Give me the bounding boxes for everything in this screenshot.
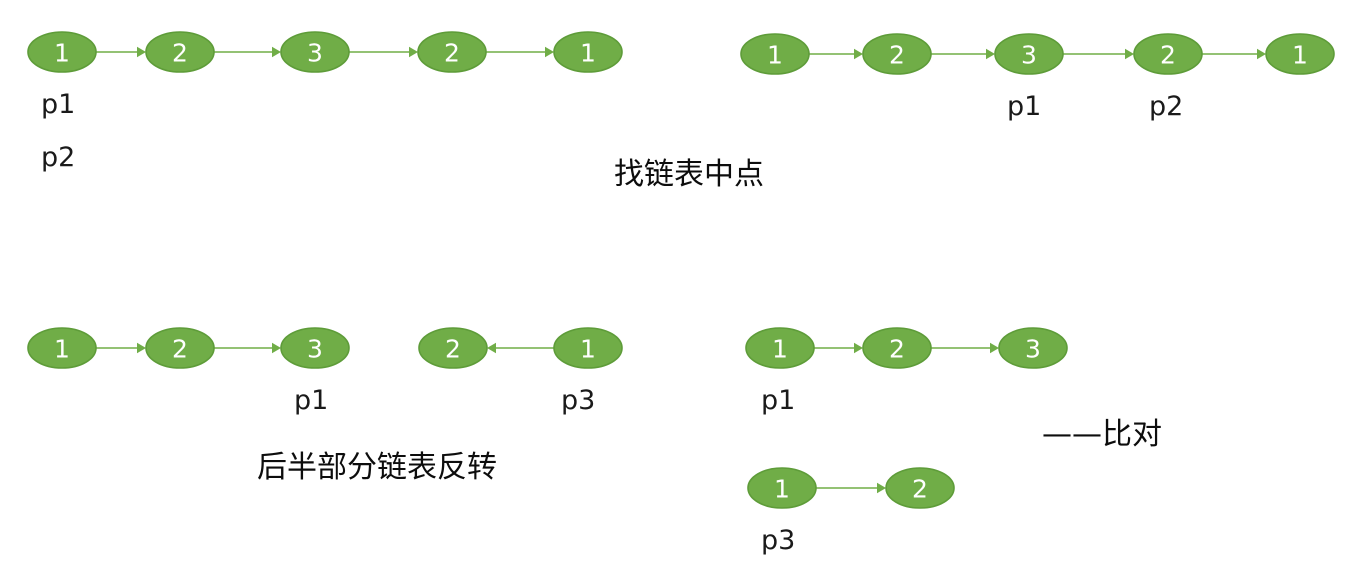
- node-value-label: 1: [580, 335, 596, 364]
- diagram-group-find-middle-list: 1 2 3 2 1 p1 p2 找链表中点: [614, 33, 1335, 192]
- edge-arrow: [931, 48, 995, 60]
- node-value-label: 2: [172, 335, 188, 364]
- pointer-label-p3: p3: [761, 525, 795, 556]
- node-value-label: 1: [772, 335, 788, 364]
- node-value-label: 2: [444, 39, 460, 68]
- list-node[interactable]: 2: [145, 31, 215, 73]
- node-value-label: 1: [767, 41, 783, 70]
- edge-arrow: [487, 342, 554, 354]
- edge-arrow: [349, 46, 418, 58]
- diagram-group-reverse-second-half: 1 2 3 2 1 p1 p3 后半部分链表反转: [27, 327, 623, 485]
- group-caption: 后半部分链表反转: [257, 450, 497, 485]
- node-value-label: 2: [1160, 41, 1176, 70]
- list-node[interactable]: 3: [994, 33, 1064, 75]
- edge-arrow: [1063, 48, 1134, 60]
- list-node[interactable]: 2: [862, 327, 932, 369]
- list-node[interactable]: 2: [418, 327, 488, 369]
- list-node[interactable]: 2: [885, 467, 955, 509]
- node-value-label: 1: [54, 39, 70, 68]
- list-node[interactable]: 3: [998, 327, 1068, 369]
- edge-arrow: [214, 46, 281, 58]
- group-caption: 找链表中点: [614, 157, 764, 192]
- pointer-label-p2: p2: [1149, 91, 1183, 122]
- edge-arrow: [931, 342, 999, 354]
- node-value-label: 1: [54, 335, 70, 364]
- list-node[interactable]: 1: [27, 31, 97, 73]
- group-caption: ——比对: [1042, 417, 1162, 452]
- list-node[interactable]: 3: [280, 327, 350, 369]
- node-value-label: 3: [1021, 41, 1037, 70]
- edge-arrow: [214, 342, 281, 354]
- edge-arrow: [1202, 48, 1266, 60]
- list-node[interactable]: 1: [1265, 33, 1335, 75]
- list-node[interactable]: 1: [553, 327, 623, 369]
- pointer-label-p1: p1: [41, 89, 75, 120]
- node-value-label: 2: [912, 475, 928, 504]
- node-value-label: 3: [307, 335, 323, 364]
- list-node[interactable]: 1: [553, 31, 623, 73]
- diagram-group-compare-halves: 1 2 3 1 2 p1 p3 ——比对: [745, 327, 1162, 556]
- node-value-label: 1: [580, 39, 596, 68]
- list-node[interactable]: 1: [745, 327, 815, 369]
- list-node[interactable]: 2: [417, 31, 487, 73]
- pointer-label-p2: p2: [41, 142, 75, 173]
- list-node[interactable]: 1: [27, 327, 97, 369]
- pointer-label-p1: p1: [294, 385, 328, 416]
- node-value-label: 1: [1292, 41, 1308, 70]
- node-value-label: 2: [445, 335, 461, 364]
- node-value-label: 2: [889, 41, 905, 70]
- list-node[interactable]: 3: [280, 31, 350, 73]
- node-value-label: 3: [1025, 335, 1041, 364]
- diagram-group-initial-linked-list: 1 2 3 2 1 p1 p2: [27, 31, 623, 173]
- edge-arrow: [96, 342, 146, 354]
- edge-arrow: [816, 482, 886, 494]
- pointer-label-p1: p1: [1007, 91, 1041, 122]
- list-node[interactable]: 1: [747, 467, 817, 509]
- pointer-label-p1: p1: [761, 385, 795, 416]
- edge-arrow: [809, 48, 863, 60]
- pointer-label-p3: p3: [561, 385, 595, 416]
- node-value-label: 1: [774, 475, 790, 504]
- edge-arrow: [96, 46, 146, 58]
- node-value-label: 2: [889, 335, 905, 364]
- list-node[interactable]: 2: [1133, 33, 1203, 75]
- node-value-label: 3: [307, 39, 323, 68]
- list-node[interactable]: 1: [740, 33, 810, 75]
- list-node[interactable]: 2: [145, 327, 215, 369]
- edge-arrow: [486, 46, 554, 58]
- edge-arrow: [814, 342, 863, 354]
- node-value-label: 2: [172, 39, 188, 68]
- diagram-groups-root: 1 2 3 2 1 p1 p2 1 2 3 2 1 p1 p2 找链表中点 1 2 3 2 1 p1 p3 后半部分链表反转…: [27, 31, 1335, 556]
- list-node[interactable]: 2: [862, 33, 932, 75]
